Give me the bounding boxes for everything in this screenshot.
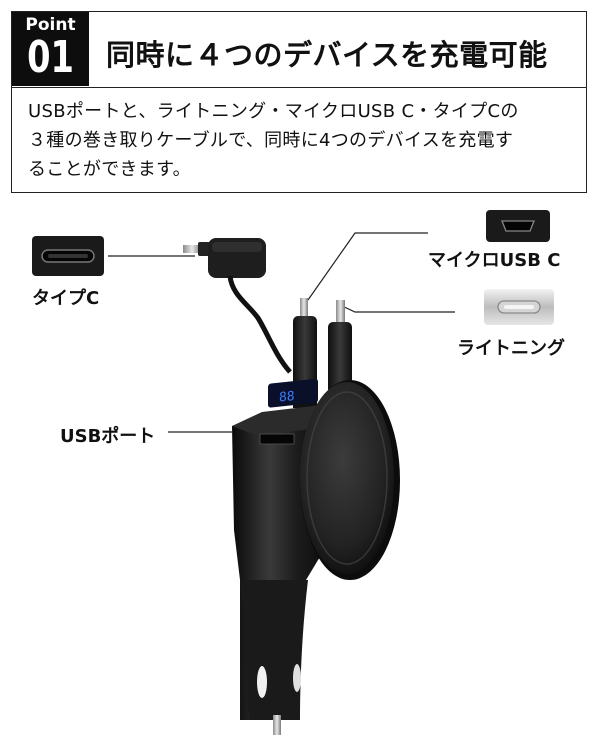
- callout-type-c: タイプC: [32, 288, 100, 309]
- callout-usb-port: USBポート: [60, 426, 156, 447]
- lightning-port-icon: [484, 289, 554, 325]
- micro-usb-port-icon: [486, 210, 550, 242]
- point-badge-word: Point: [25, 15, 76, 35]
- product-illustration: 88 タイプC マイクロUSB C ライトニング USBポー: [0, 200, 600, 748]
- type-c-adapter: [183, 238, 292, 374]
- svg-text:88: 88: [279, 389, 295, 406]
- usb-c-port-icon: [32, 236, 104, 276]
- point-badge: Point 01: [12, 12, 89, 86]
- callout-micro-usb: マイクロUSB C: [428, 250, 561, 271]
- description-box: USBポートと、ライトニング・マイクロUSB C・タイプCの ３種の巻き取りケー…: [11, 88, 587, 193]
- description-line: ることができます。: [28, 159, 191, 180]
- point-header: Point 01 同時に４つのデバイスを充電可能: [11, 11, 587, 88]
- car-charger-image: 88: [108, 232, 455, 735]
- point-badge-number: 01: [27, 32, 74, 83]
- page-title: 同時に４つのデバイスを充電可能: [106, 38, 548, 72]
- cable-reel-disc: [300, 380, 400, 580]
- callout-lightning: ライトニング: [457, 338, 565, 359]
- description-line: USBポートと、ライトニング・マイクロUSB C・タイプCの: [28, 101, 519, 122]
- description-line: ３種の巻き取りケーブルで、同時に4つのデバイスを充電す: [28, 130, 514, 151]
- description-text: USBポートと、ライトニング・マイクロUSB C・タイプCの ３種の巻き取りケー…: [28, 97, 576, 184]
